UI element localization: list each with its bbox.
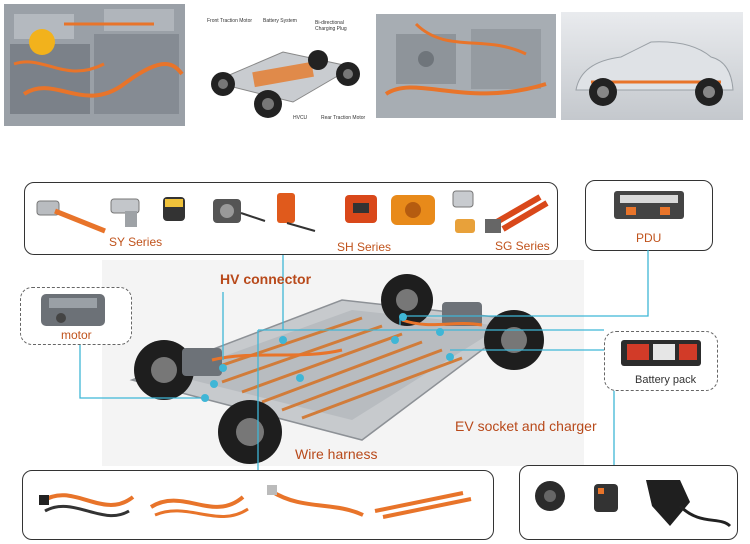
ev-charger-plug-icon [646, 480, 732, 528]
sg-connector-2-icon [485, 194, 549, 233]
battery-pack-panel: Battery pack [604, 331, 718, 391]
label-pcu: HVCU [293, 115, 308, 121]
hv-connector-label: HV connector [220, 271, 312, 287]
pdu-panel: PDU [585, 180, 713, 251]
harness-2-icon [149, 495, 249, 518]
wire-harness-illustrations [39, 485, 472, 519]
pdu-icon [614, 191, 684, 219]
label-charging-plug: Bi-directional Charging Plug [315, 20, 347, 32]
ev-chassis-main-illustration [129, 274, 544, 464]
sy-connector-3-icon [163, 197, 185, 221]
wire-harness-label: Wire harness [295, 446, 378, 462]
motor-panel: motor [20, 287, 132, 345]
photo-ev-side-view [561, 12, 743, 120]
battery-closeup-illustration [4, 4, 185, 126]
pdu-label: PDU [636, 231, 662, 245]
label-front-traction-motor: Front Traction Motor [207, 18, 253, 24]
photo-ev-chassis-labeled: Front Traction Motor Battery System Bi-d… [193, 12, 368, 124]
ev-chassis-illustration [211, 50, 360, 118]
ev-inlet-icon [594, 484, 618, 512]
connector-series-panel: SY Series SH Series SG Series [24, 182, 558, 255]
sh-series-label: SH Series [337, 240, 392, 254]
ev-side-illustration [561, 12, 743, 120]
motor-icon [41, 294, 105, 326]
ev-socket-panel [519, 465, 738, 540]
sy-connector-4-icon [213, 199, 266, 223]
sy-series-label: SY Series [109, 235, 163, 249]
ev-socket-icon [535, 481, 565, 511]
ev-chassis-main [102, 260, 584, 466]
sg-series-label: SG Series [495, 239, 550, 253]
sg-connector-1-icon [452, 190, 475, 233]
engine-bay-illustration [376, 14, 556, 118]
sh-connector-3-icon [391, 195, 435, 225]
ev-socket-illustrations [535, 480, 732, 528]
harness-1-icon [39, 493, 135, 518]
label-rear-traction-motor: Rear Traction Motor [321, 115, 366, 121]
photo-battery-closeup [4, 4, 185, 126]
battery-pack-icon [621, 340, 701, 366]
sh-connector-2-icon [345, 195, 377, 223]
ev-socket-charger-label: EV socket and charger [455, 418, 597, 434]
sy-connector-2-icon [110, 198, 140, 227]
photo-engine-bay [376, 14, 556, 118]
sh-connector-1-icon [277, 193, 316, 232]
harness-3-icon [267, 485, 364, 517]
battery-pack-label: Battery pack [635, 374, 697, 386]
motor-label: motor [61, 328, 92, 342]
sy-connector-1-icon [36, 200, 106, 234]
label-battery-system: Battery System [263, 18, 297, 24]
harness-4-icon [374, 491, 472, 519]
connector-illustrations [36, 190, 549, 234]
wire-harness-panel [22, 470, 494, 540]
